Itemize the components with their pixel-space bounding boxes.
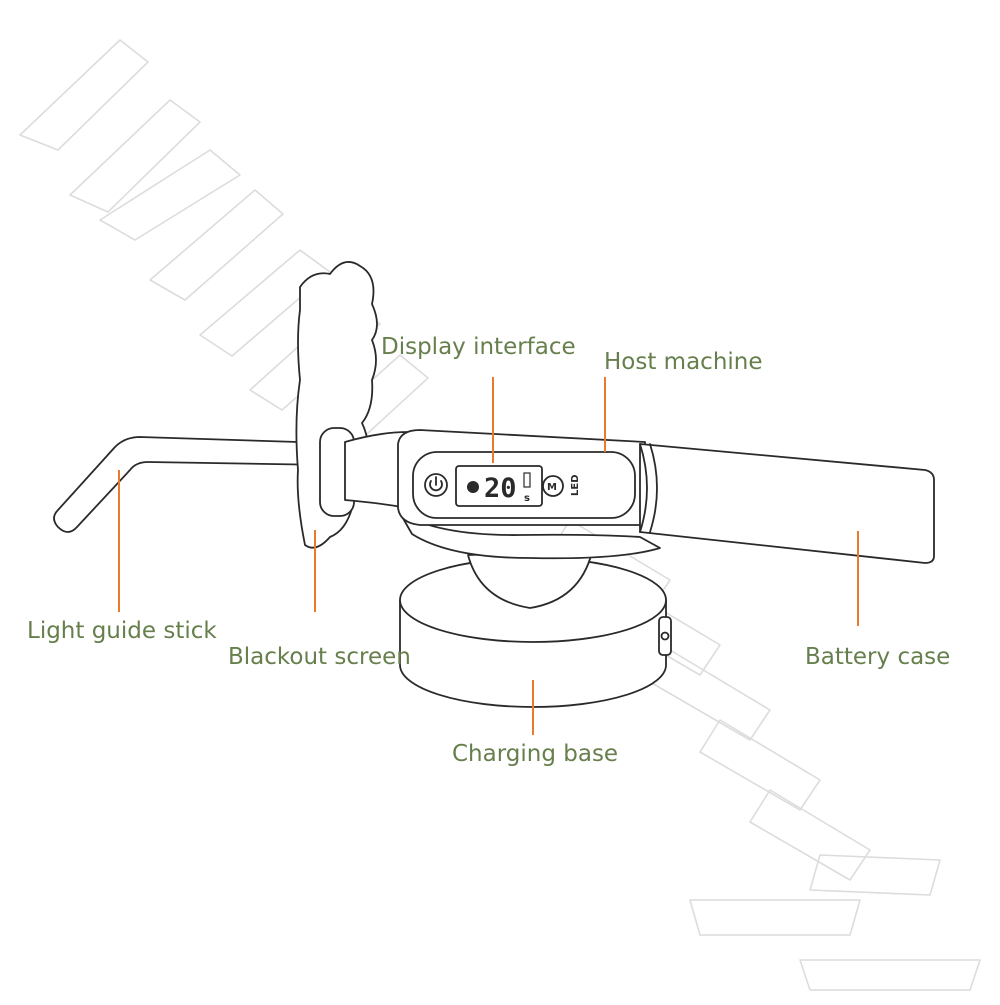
label-host-machine: Host machine: [604, 349, 763, 375]
battery-case: [639, 443, 935, 564]
timer-value: 20: [484, 473, 517, 504]
timer-unit: s: [524, 493, 530, 504]
cradle: [399, 512, 661, 560]
power-icon: [429, 480, 443, 492]
light-guide-stick: [53, 436, 331, 533]
mode-button[interactable]: M: [542, 475, 564, 497]
charging-base: [399, 551, 672, 708]
led-text: LED: [570, 474, 581, 496]
display-screen: [455, 465, 543, 507]
dot-indicator-icon: [467, 481, 479, 493]
leader-lines: [118, 377, 859, 735]
label-blackout-screen: Blackout screen: [228, 644, 411, 670]
label-display-interface: Display interface: [381, 334, 576, 360]
battery-indicator-icon: [523, 472, 531, 488]
label-light-guide-stick: Light guide stick: [27, 618, 217, 644]
label-charging-base: Charging base: [452, 741, 619, 767]
mode-button-label: M: [547, 482, 557, 493]
power-button[interactable]: [424, 473, 448, 497]
label-battery-case: Battery case: [805, 644, 951, 670]
display-interface: 20 s M LED: [412, 451, 636, 519]
